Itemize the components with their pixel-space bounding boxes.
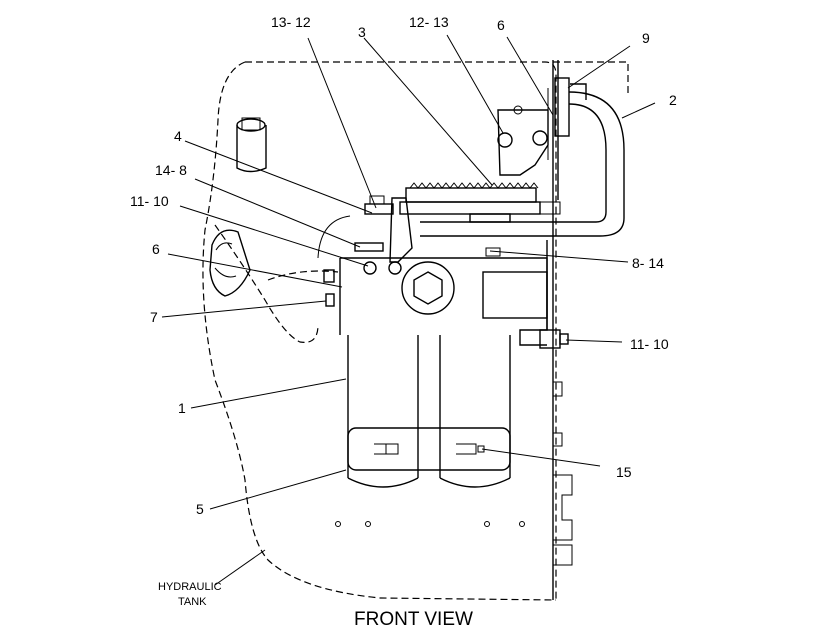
hose-loop [420,83,625,237]
callout-2: 2 [669,92,677,108]
bracket-plate [317,195,413,275]
callout-6-top: 6 [497,17,505,33]
tank-label-line2: TANK [178,596,207,608]
callout-11-10-left: 11- 10 [130,193,169,209]
callout-1: 1 [178,400,186,416]
callout-6-left: 6 [152,241,160,257]
filter-canisters [347,335,511,488]
callout-4: 4 [174,128,182,144]
mounting-holes [335,521,525,527]
breather-fitting [209,229,251,297]
callout-8-14: 8- 14 [632,255,664,271]
callout-13-12: 13- 12 [271,14,311,30]
valve-block [399,105,561,223]
filler-cap [236,117,267,173]
leader-lines [161,34,656,586]
callout-14-8: 14- 8 [155,162,187,178]
callout-3: 3 [358,24,366,40]
callout-7: 7 [150,309,158,325]
callout-15: 15 [616,464,632,480]
hydraulic-tank-outline [202,61,629,601]
right-fitting [539,329,569,349]
callout-9: 9 [642,30,650,46]
callout-5: 5 [196,501,204,517]
tank-label-line1: HYDRAULIC [158,581,222,593]
filter-head [323,247,548,346]
callout-labels: 13- 12 3 12- 13 6 9 2 4 14- 8 11- 10 6 7… [130,14,677,517]
callout-12-13: 12- 13 [409,14,449,30]
view-title: FRONT VIEW [354,609,473,630]
callout-11-10-right: 11- 10 [630,336,669,352]
